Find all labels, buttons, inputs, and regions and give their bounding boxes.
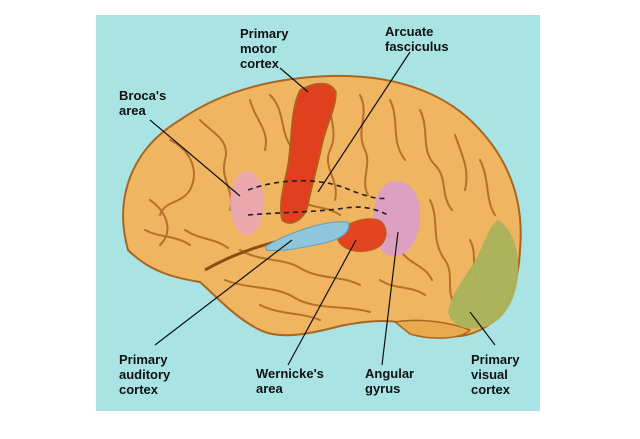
label-line: cortex	[240, 56, 280, 71]
wernickes-area-region	[337, 218, 387, 253]
leader-line-auditory	[154, 239, 293, 346]
label-line: auditory	[119, 367, 171, 382]
primary-visual-cortex-region	[448, 220, 519, 329]
leader-line-visual	[469, 311, 496, 346]
label-line: Primary	[240, 26, 289, 41]
label-line: Wernicke's	[256, 366, 324, 381]
label-line: gyrus	[365, 381, 401, 396]
label-line: Angular	[365, 366, 415, 381]
label-line: visual	[471, 367, 508, 382]
label-line: area	[256, 381, 283, 396]
label-line: Primary	[119, 352, 168, 367]
leader-line-arcuate	[317, 51, 411, 193]
primary-auditory-cortex-region	[265, 221, 350, 251]
label-primary-visual-cortex: Primary visual cortex	[471, 352, 519, 397]
arcuate-fasciculus-path	[247, 179, 389, 216]
label-line: Primary	[471, 352, 520, 367]
label-primary-motor-cortex: Primary motor cortex	[240, 26, 288, 71]
label-wernickes-area: Wernicke's area	[256, 366, 324, 396]
label-line: motor	[240, 41, 277, 56]
leader-line-broca	[149, 119, 241, 197]
primary-motor-cortex-region	[279, 82, 337, 224]
cerebellum	[393, 319, 472, 339]
label-line: fasciculus	[385, 39, 449, 54]
label-line: area	[119, 103, 146, 118]
label-line: Arcuate	[385, 24, 434, 39]
brocas-area-region	[230, 171, 264, 235]
leader-line-motor	[279, 67, 309, 93]
leader-line-angular	[381, 231, 399, 366]
leader-line-wernicke	[287, 239, 357, 366]
label-arcuate-fasciculus: Arcuate fasciculus	[385, 24, 449, 54]
label-line: Broca's	[119, 88, 167, 103]
label-brocas-area: Broca's area	[119, 88, 166, 118]
label-angular-gyrus: Angular gyrus	[365, 366, 414, 396]
label-line: cortex	[471, 382, 511, 397]
label-line: cortex	[119, 382, 159, 397]
label-primary-auditory-cortex: Primary auditory cortex	[119, 352, 170, 397]
